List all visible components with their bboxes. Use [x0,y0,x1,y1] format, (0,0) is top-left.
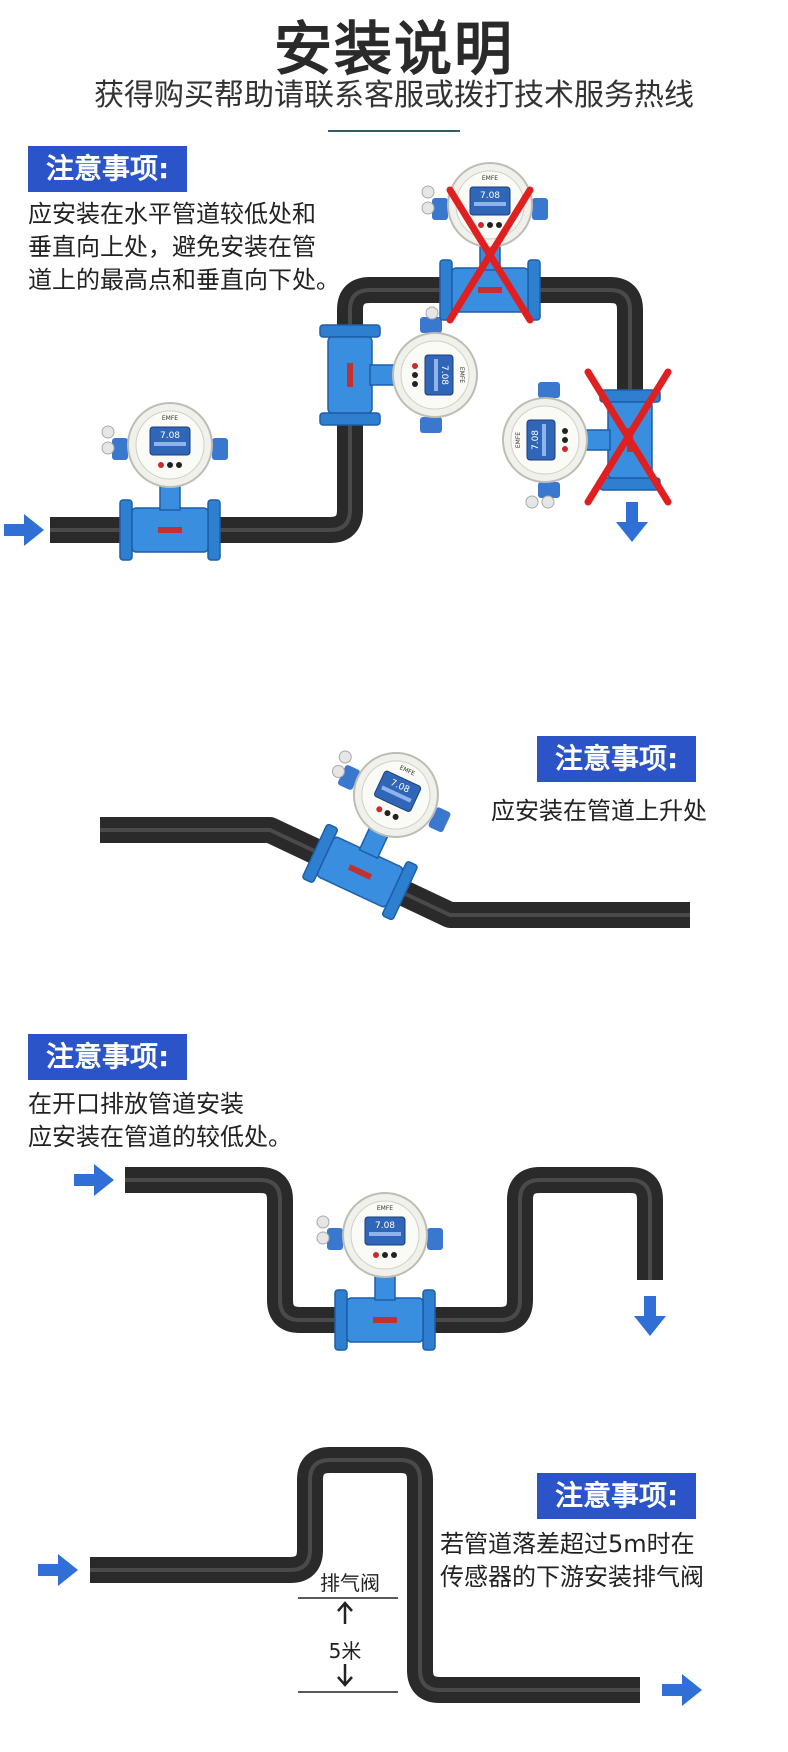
flowmeter-rising [284,727,468,925]
note-text-1: 应安装在水平管道较低处和 垂直向上处，避免安装在管 道上的最高点和垂直向下处。 [28,200,340,294]
arrow-down-icon [337,1664,353,1687]
inlet-arrow-icon [38,1554,78,1586]
notice-badge-4: 注意事项: [537,1473,697,1519]
inlet-arrow-icon [4,514,44,546]
flowmeter-low-section [316,1192,444,1351]
notice-badge-1: 注意事项: [28,146,188,192]
outlet-arrow-icon [662,1674,702,1706]
diagram-section-4 [38,1447,702,1706]
notice-badge-3: 注意事项: [28,1034,188,1080]
cross-icon-down [584,368,672,506]
page-subtitle: 获得购买帮助请联系客服或拨打技术服务热线 [94,78,694,113]
title-divider [328,130,460,132]
note-text-2: 应安装在管道上升处 [491,797,707,825]
outlet-arrow-icon [634,1296,666,1336]
height-label: 5米 [328,1639,362,1663]
notice-badge-2: 注意事项: [537,736,697,782]
diagram-section-1 [4,162,672,561]
note-text-4: 若管道落差超过5m时在 传感器的下游安装排气阀 [440,1530,704,1591]
diagram-section-2 [100,727,690,928]
diagram-section-3 [74,1164,666,1351]
flowmeter-vertical-up [319,306,478,434]
inlet-arrow-icon [74,1164,114,1196]
note-text-3: 在开口排放管道安装 应安装在管道的较低处。 [28,1090,292,1151]
outlet-arrow-icon [616,502,648,542]
flowmeter-horizontal-low [101,402,229,561]
page-title: 安装说明 [273,15,514,83]
arrow-up-icon [337,1601,353,1624]
cross-icon-top [446,186,534,324]
valve-label: 排气阀 [320,1571,380,1595]
